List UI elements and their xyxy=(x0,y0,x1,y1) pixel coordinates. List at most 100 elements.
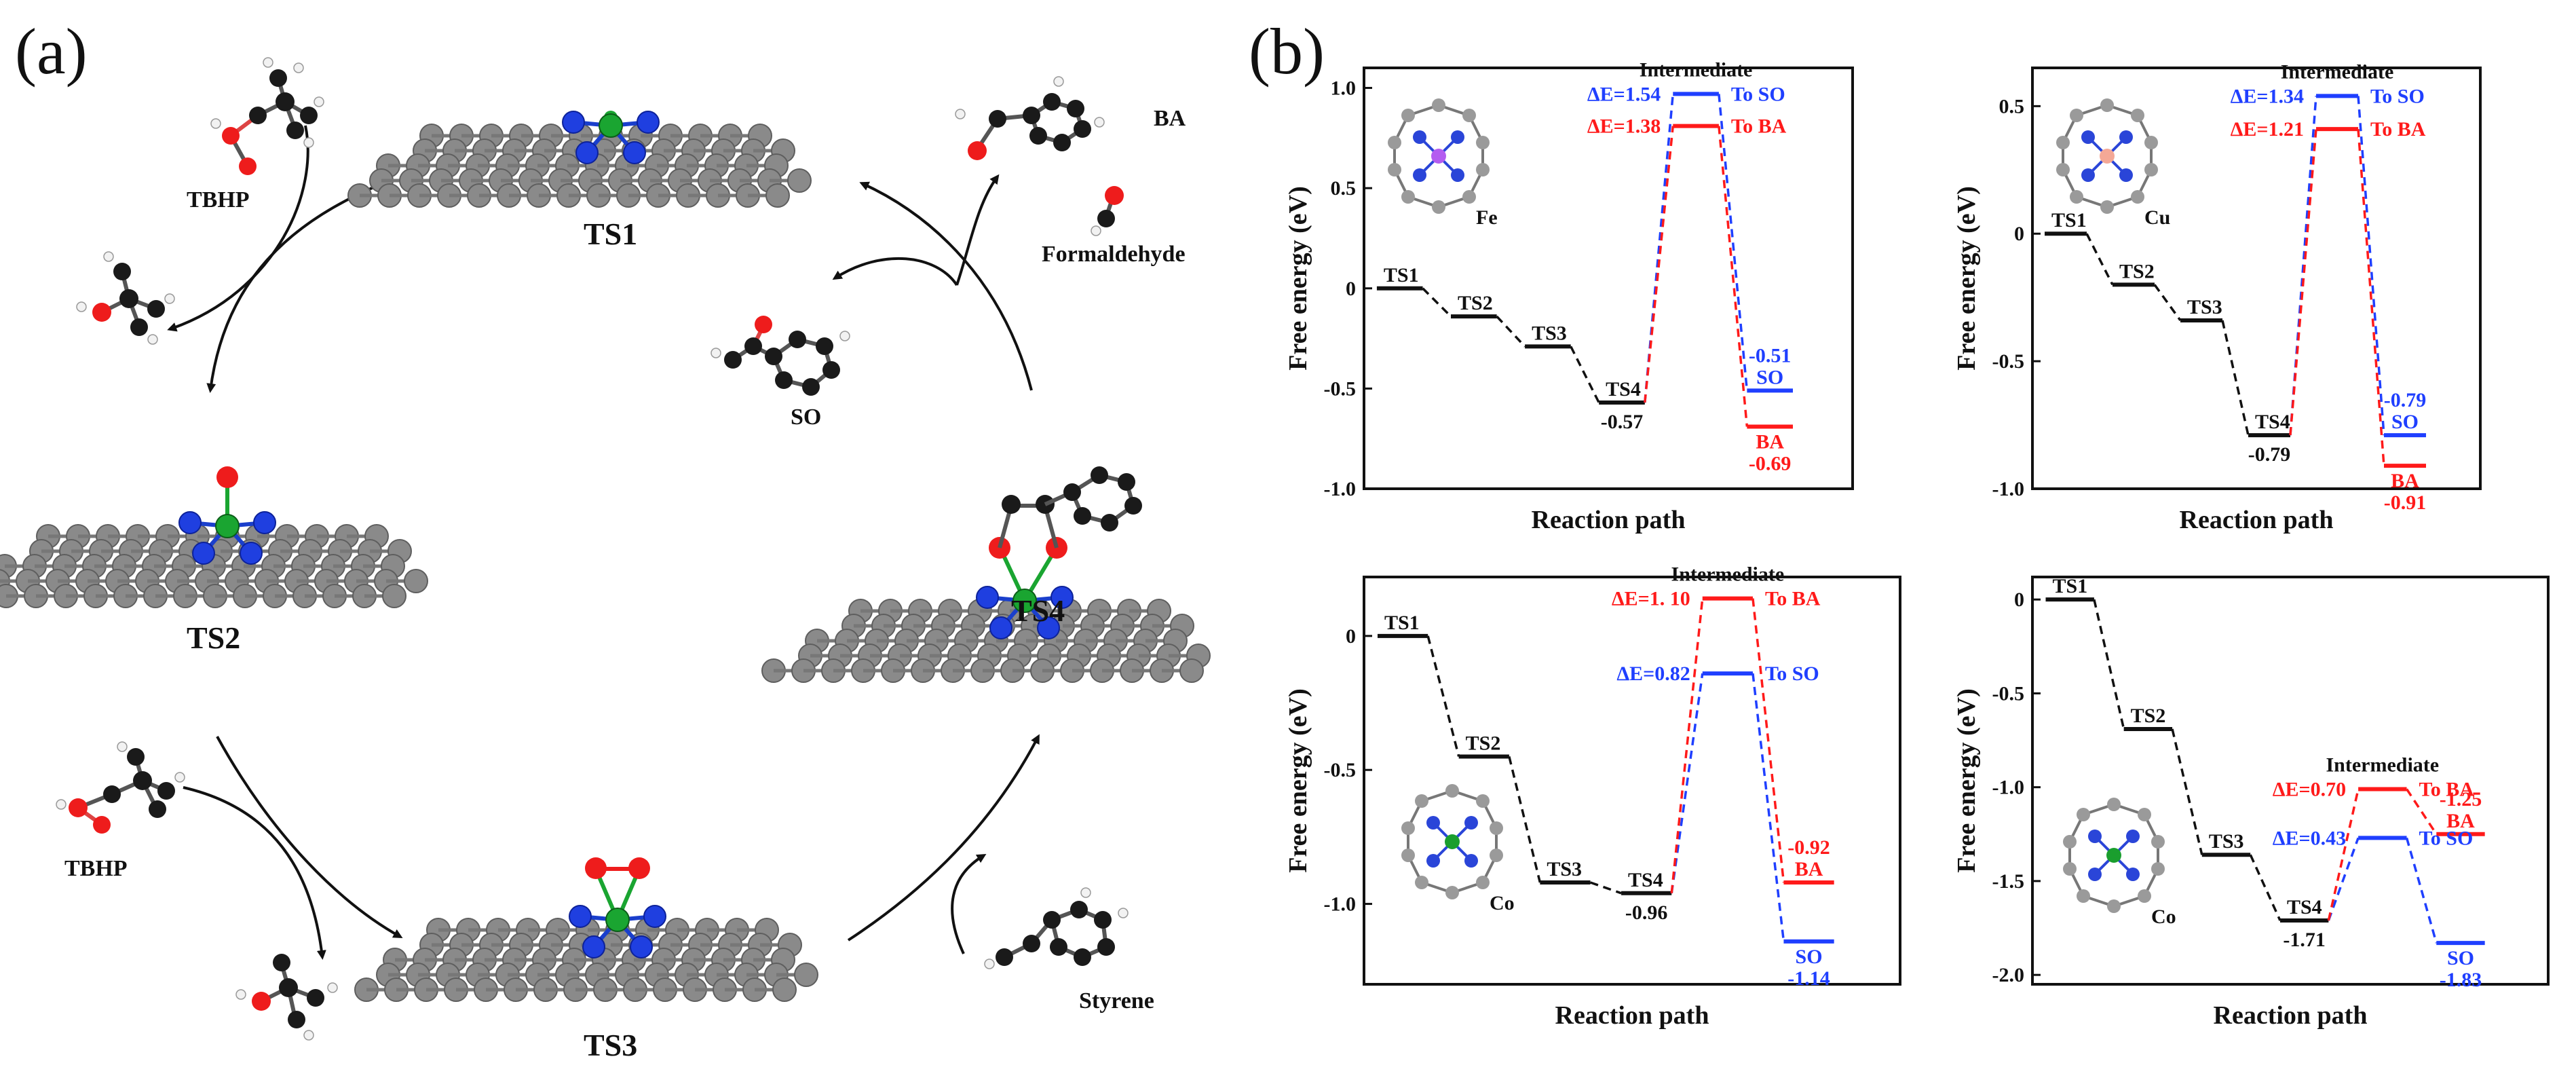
y-axis-title: Free energy (eV) xyxy=(1284,186,1312,370)
molecule-so xyxy=(711,316,850,396)
carbon-atom xyxy=(1476,876,1490,889)
carbon-atom xyxy=(1401,849,1415,862)
nitrogen-atom xyxy=(643,905,666,928)
metal-inset-fe: Fe xyxy=(1388,98,1498,229)
connector xyxy=(1422,287,1452,318)
carbon-atom xyxy=(2144,136,2158,149)
catalyst-ts3 xyxy=(354,857,818,1002)
final-value-ba: -0.91 xyxy=(2384,491,2427,514)
step-label: TS3 xyxy=(1532,322,1567,344)
carbon-atom xyxy=(1388,163,1401,176)
final-value-ba: -1.25 xyxy=(2440,788,2482,811)
cycle-arrows xyxy=(167,125,1040,960)
connector-so-down xyxy=(2357,96,2385,436)
nitrogen-atom xyxy=(1451,130,1464,144)
connector-ba-down xyxy=(2357,129,2385,466)
label-tbhp-bottom: TBHP xyxy=(64,856,128,881)
connector xyxy=(1496,315,1526,348)
connector-ba-up xyxy=(2289,129,2317,436)
y-tick-label: -1.0 xyxy=(1992,777,2025,799)
carbon-atom xyxy=(1476,136,1490,149)
nitrogen-atom xyxy=(240,542,263,565)
intermediate-label: Intermediate xyxy=(1671,563,1785,586)
carbon-atom xyxy=(2107,798,2121,811)
carbon-atom xyxy=(1432,98,1445,112)
carbon-atom xyxy=(1401,190,1415,204)
step-label: TS4 xyxy=(2255,411,2290,433)
catalyst-ts1 xyxy=(347,111,812,208)
nitrogen-atom xyxy=(178,511,202,534)
delta-e-ba: ΔE=1.38 xyxy=(1587,115,1661,138)
carbon-atom xyxy=(1445,784,1459,798)
metal-inset-cu: Cu xyxy=(2056,98,2170,229)
step-label: TS3 xyxy=(1547,858,1582,880)
carbon-atom xyxy=(1462,109,1476,122)
connector xyxy=(2093,599,2125,730)
carbon-atom xyxy=(1074,507,1091,525)
delta-e-so: ΔE=0.43 xyxy=(2273,827,2346,849)
y-tick-label: 0 xyxy=(1346,278,1356,300)
carbon-atom xyxy=(2100,200,2114,214)
connector xyxy=(1426,635,1460,757)
nitrogen-atom xyxy=(976,586,999,609)
carbon-atom xyxy=(1445,886,1459,899)
nitrogen-atom xyxy=(1426,854,1440,868)
y-tick-label: 0.5 xyxy=(1331,177,1357,200)
connector-so-up xyxy=(1644,94,1675,403)
carbon-atom xyxy=(1101,514,1118,532)
route-so: To SO xyxy=(2370,85,2425,107)
metal-atom xyxy=(1445,834,1460,849)
nitrogen-atom xyxy=(2119,168,2133,182)
y-tick-label: -0.5 xyxy=(1992,350,2025,373)
panel-a-letter: (a) xyxy=(15,15,88,88)
carbon-atom xyxy=(404,569,428,593)
molecule-formaldehyde xyxy=(1091,186,1124,236)
delta-e-ba: ΔE=0.70 xyxy=(2273,778,2346,800)
nitrogen-atom xyxy=(1451,168,1464,182)
route-ba: To BA xyxy=(1731,115,1787,138)
carbon-atom xyxy=(2138,808,2151,821)
nitrogen-atom xyxy=(569,905,592,928)
metal-atom xyxy=(1431,149,1446,164)
metal-atom xyxy=(2106,848,2121,863)
x-axis-title: Reaction path xyxy=(1555,1001,1709,1030)
step-label: TS4 xyxy=(1628,869,1663,891)
carbon-atom xyxy=(2070,109,2083,122)
carbon-atom xyxy=(1476,163,1490,176)
y-tick-label: 0 xyxy=(1346,625,1356,648)
metal-atom xyxy=(605,908,630,932)
carbon-atom xyxy=(1063,483,1081,501)
arrow-ts2-to-ts3 xyxy=(216,736,403,938)
carbon-atom xyxy=(1388,136,1401,149)
connector-so-down xyxy=(1718,94,1749,391)
carbon-atom xyxy=(1415,794,1428,808)
step-label: TS2 xyxy=(2131,705,2166,727)
final-value-ba: -0.92 xyxy=(1787,836,1830,859)
label-styrene: Styrene xyxy=(1079,988,1154,1013)
metal-label: Co xyxy=(1490,892,1515,914)
label-ts2: TS2 xyxy=(187,620,240,655)
arrow-ba-out xyxy=(955,174,1000,286)
panel-b-letter: (b) xyxy=(1249,15,1325,88)
final-name-ba: BA xyxy=(2391,470,2419,492)
step-label: TS2 xyxy=(1466,732,1501,754)
delta-e-so: ΔE=1.54 xyxy=(1587,83,1661,105)
carbon-atom xyxy=(794,963,818,987)
arrow-so-out xyxy=(832,257,958,286)
carbon-atom xyxy=(2063,862,2077,876)
carbon-atom xyxy=(772,977,797,1002)
connector xyxy=(1590,881,1622,895)
carbon-atom xyxy=(1462,190,1476,204)
panel-a-catalytic-cycle: (a) xyxy=(0,15,1211,1062)
intermediate-label: Intermediate xyxy=(1640,58,1753,81)
y-tick-label: 0 xyxy=(2014,223,2024,245)
final-value-so: -0.79 xyxy=(2384,389,2427,411)
label-tbhp-top: TBHP xyxy=(187,187,250,212)
step-label: TS3 xyxy=(2209,830,2244,853)
molecule-tbhp-bottom xyxy=(56,741,185,834)
final-name-so: SO xyxy=(2391,411,2419,433)
connector-ba-up xyxy=(1644,126,1675,403)
final-value-so: -1.14 xyxy=(1787,967,1830,990)
arrow-tbhp-out-bottom xyxy=(183,786,326,960)
